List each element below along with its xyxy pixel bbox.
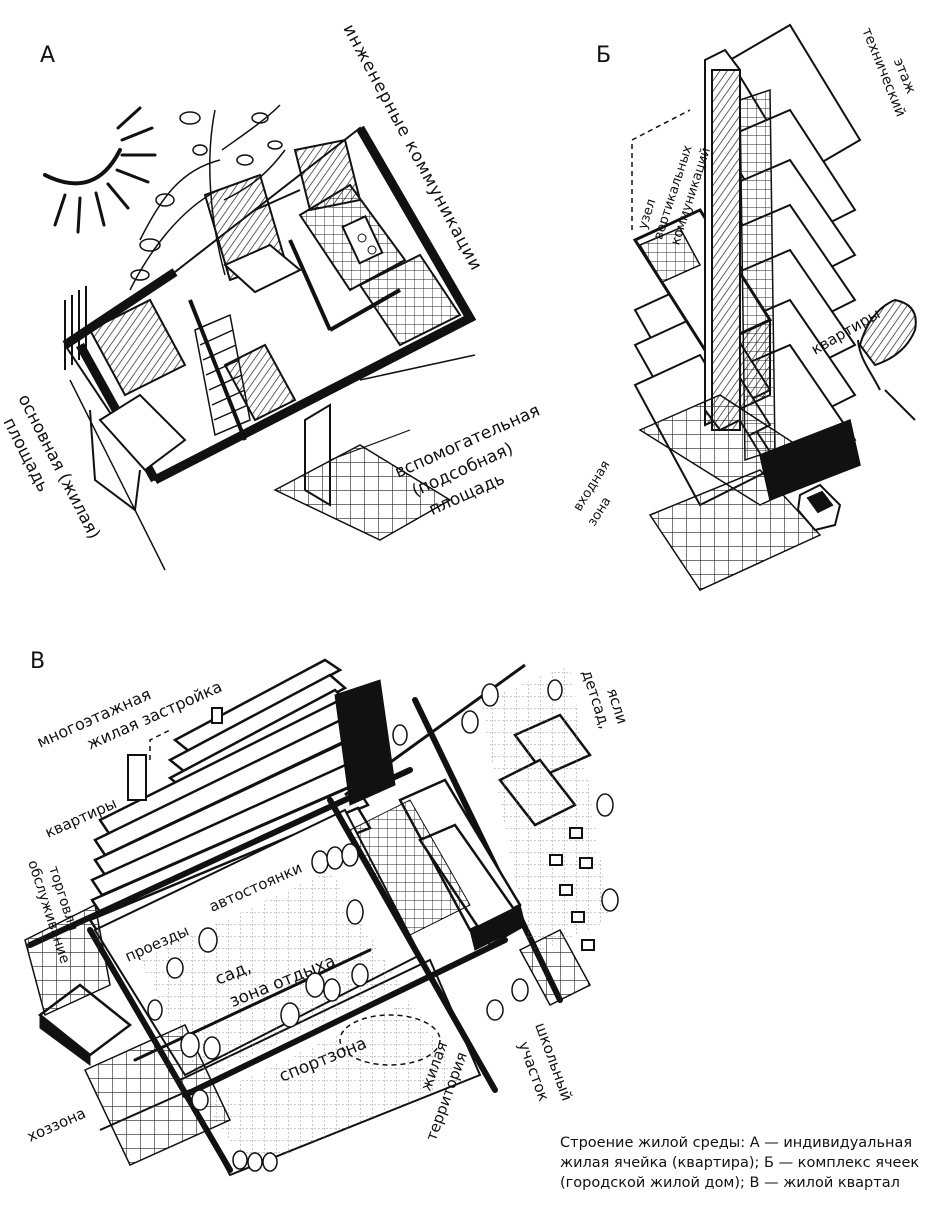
panel-b-letter: Б [596, 43, 611, 68]
caption-line-3: (городской жилой дом); В — жилой квартал [560, 1175, 900, 1191]
label-household: хоззона [24, 1104, 88, 1146]
panel-c-drawing [24, 658, 619, 1177]
panel-c-letter: В [30, 649, 45, 674]
sun-icon [43, 106, 157, 234]
figure-caption: Строение жилой среды: А — индивидуальная… [560, 1133, 930, 1193]
caption-line-2: жилая ячейка (квартира); Б — комплекс яч… [560, 1155, 920, 1171]
car-icon [796, 483, 842, 532]
panel-b-drawing [631, 23, 917, 591]
caption-line-1: Строение жилой среды: А — индивидуальная [560, 1135, 913, 1151]
panel-a-letter: А [40, 43, 55, 68]
panel-a-drawing [43, 104, 477, 571]
